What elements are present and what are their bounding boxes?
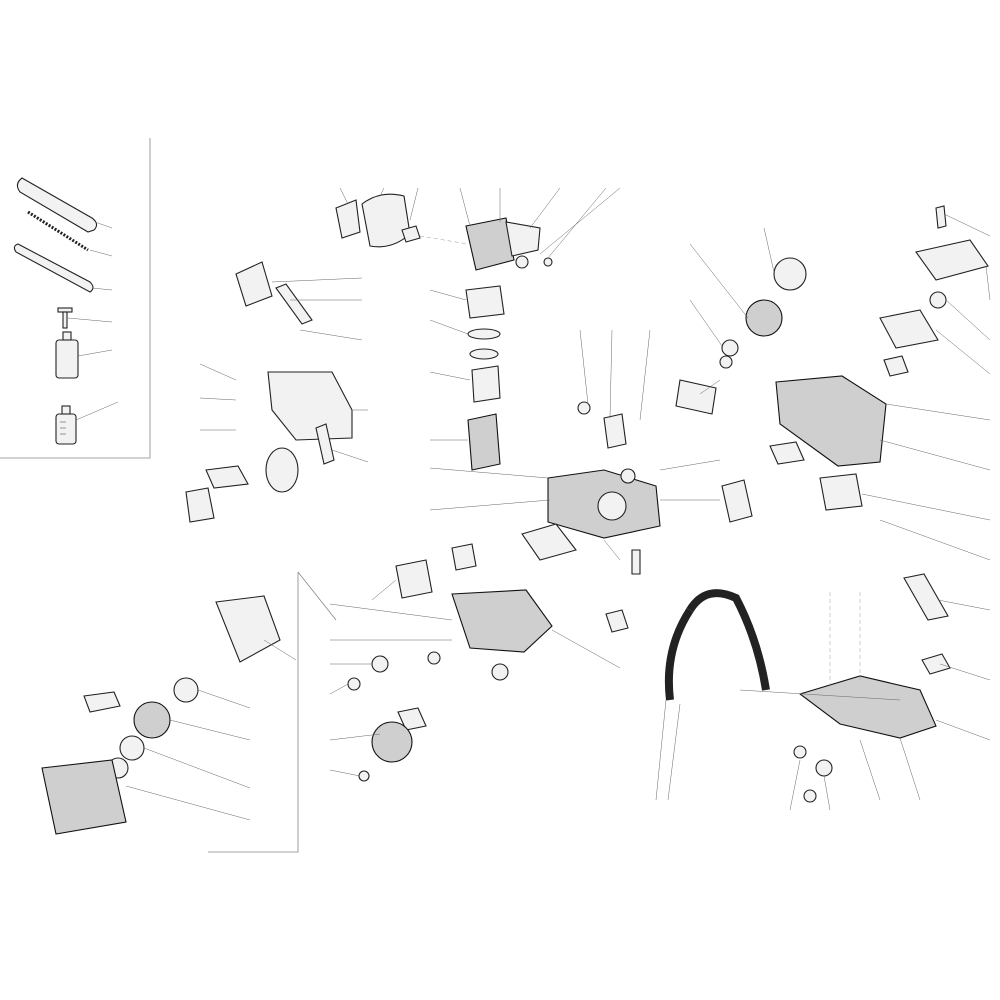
intake-spacer	[721, 479, 753, 523]
flywheel-washer	[358, 770, 370, 782]
handle-buffer	[803, 789, 817, 803]
decompression-valve-area	[505, 221, 541, 257]
flywheel-nut	[347, 677, 361, 691]
guide-bar-with-chain	[16, 177, 98, 233]
throttle-link	[769, 441, 805, 465]
brake-band	[265, 447, 299, 493]
rear-handle-group	[664, 573, 991, 811]
air-filter-cover-knob	[915, 239, 989, 281]
fan-housing	[41, 759, 127, 835]
spark-plug-boot	[451, 543, 477, 571]
lower-callouts	[655, 689, 901, 801]
crankcase-bearing	[597, 491, 627, 521]
accessories-panel	[0, 138, 151, 459]
anti-vibration-spring-1	[793, 745, 807, 759]
crankcase-gasket	[521, 523, 577, 561]
starter-housing	[215, 595, 281, 663]
anti-vibration-spring-2	[815, 759, 833, 777]
cylinder-cover	[361, 193, 411, 248]
oil-adjust-screw	[605, 609, 629, 633]
tensioner-spring	[631, 549, 641, 575]
front-handle-lower	[664, 607, 694, 701]
bearing-ring	[371, 655, 389, 673]
chain-guard	[205, 465, 249, 489]
starter-divider	[208, 572, 299, 853]
chain-brake-group	[185, 261, 369, 523]
crankshaft	[467, 413, 501, 471]
piston	[471, 365, 501, 403]
worm-gear	[577, 401, 591, 415]
gasket	[401, 225, 421, 243]
filter-clip	[935, 205, 947, 229]
t-wrench	[57, 307, 113, 329]
crankcase-group	[429, 329, 733, 575]
accessories-divider	[0, 138, 151, 459]
oil-pump-body	[675, 379, 717, 415]
chain-tensioner-plate	[185, 487, 215, 523]
air-filter-group	[721, 205, 991, 561]
side-cover	[267, 371, 353, 441]
top-cover	[775, 375, 887, 467]
oil-bottle	[55, 331, 113, 379]
filter-gasket	[883, 355, 909, 377]
sprocket	[773, 257, 807, 291]
clutch-drum	[745, 299, 783, 337]
shaft-seal	[427, 651, 441, 665]
rear-handle-body	[798, 675, 937, 739]
recoil-spring	[133, 701, 171, 739]
cylinder-group	[335, 187, 621, 471]
carburetor	[819, 473, 863, 511]
piston-ring-2	[469, 348, 499, 360]
ignition-flywheel-group	[329, 543, 629, 782]
spark-plug-ring	[515, 255, 529, 269]
oil-pump-plate	[603, 413, 627, 449]
brake-spring	[315, 423, 335, 465]
starter-pulley	[173, 677, 199, 703]
air-filter-knob	[929, 291, 947, 309]
front-handle-bar	[686, 589, 770, 691]
chain-brake-handle	[235, 261, 273, 307]
throttle-trigger	[903, 573, 949, 621]
air-filter	[879, 309, 939, 349]
engine-housing	[451, 589, 553, 653]
starter-group	[41, 571, 337, 853]
piston-ring-1	[467, 328, 501, 340]
cylinder-base-gasket	[465, 285, 505, 319]
spark-plug	[543, 257, 553, 267]
fuel-mixing-bottle	[55, 401, 119, 445]
flywheel	[371, 721, 413, 763]
saw-chain	[27, 210, 89, 252]
oil-pump-seal	[719, 355, 733, 369]
flywheel-key	[397, 707, 427, 731]
guide-bar	[13, 243, 94, 293]
oil-pump-seal-lower	[491, 663, 509, 681]
clutch-group	[689, 227, 807, 357]
starter-grip	[83, 691, 121, 713]
starter-spring-cover	[119, 735, 145, 761]
needle-bearing	[721, 339, 739, 357]
throttle-lock	[921, 653, 951, 675]
brake-lever	[275, 283, 313, 325]
ignition-coil	[395, 559, 433, 599]
clutch-bearing	[620, 468, 636, 484]
cylinder	[465, 217, 515, 271]
cylinder-bracket	[335, 199, 361, 239]
